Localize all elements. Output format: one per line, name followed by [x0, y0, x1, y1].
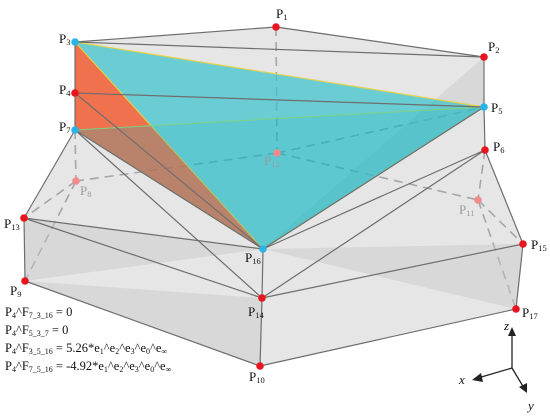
label-p13: P13: [4, 216, 20, 232]
point-p12: [273, 149, 281, 157]
point-p14: [258, 294, 266, 302]
equation-4: P4^F7_5_16 = -4.92*e1^e2^e3^e0^e∞: [5, 359, 172, 374]
y-axis-arrow-icon: [519, 383, 527, 393]
label-p3: P3: [59, 31, 70, 47]
edge-p7-p14: [74, 129, 263, 299]
point-p6: [481, 146, 489, 154]
point-p15: [519, 240, 527, 248]
edge-p15-p14: [261, 243, 524, 299]
x-axis-arrow-icon: [472, 373, 483, 382]
label-p10: P10: [249, 369, 265, 385]
label-p17: P17: [522, 305, 538, 321]
label-p15: P15: [531, 237, 547, 253]
point-p7: [71, 126, 79, 134]
visible-edges: [23, 26, 524, 367]
edge-p14-p10: [259, 297, 263, 367]
axis-triad: [472, 327, 527, 393]
edge-p6-p15: [484, 149, 524, 245]
edge-p13-p9: [23, 217, 26, 282]
equation-3: P4^F3_5_16 = 5.26*e1^e2^e3^e0^e∞: [5, 341, 167, 356]
label-p4: P4: [59, 82, 71, 98]
label-p14: P14: [248, 304, 264, 320]
edge-p5-p6: [483, 106, 486, 151]
y-axis-line: [511, 367, 525, 389]
hidden-edge-p8-p9: [24, 180, 77, 282]
edge-p6-p16: [262, 149, 486, 250]
label-p2: P2: [488, 39, 499, 55]
edge-p9-p10: [24, 280, 261, 367]
axis-label-y: y: [526, 398, 534, 413]
equation-1: P4^F7_3_16 = 0: [5, 305, 72, 320]
hidden-edge-p11-p15: [477, 199, 524, 245]
point-p1: [272, 23, 280, 31]
edge-p16-p14: [261, 248, 264, 299]
edge-p13-p16: [23, 217, 264, 250]
vertex-markers: [20, 23, 527, 370]
axis-labels: z x y: [458, 318, 534, 413]
edge-p3-p1: [74, 26, 277, 43]
label-p6: P6: [493, 139, 504, 155]
point-p17: [512, 305, 520, 313]
label-p8: P8: [80, 183, 91, 199]
edge-p7-p16: [74, 129, 264, 250]
hidden-edge-p6-p11: [477, 149, 486, 201]
point-p10: [256, 362, 264, 370]
edge-p1-p2: [275, 26, 485, 58]
point-p5: [480, 103, 488, 111]
label-p12: P12: [264, 153, 280, 169]
label-p9: P9: [10, 283, 21, 299]
point-p16: [259, 245, 267, 253]
x-axis-line: [477, 367, 513, 379]
edge-p13-p14: [23, 217, 263, 299]
point-p4: [71, 89, 79, 97]
hidden-edge-p11-p17: [477, 199, 517, 310]
edge-p4-p5: [74, 92, 485, 108]
edge-p15-p17: [515, 243, 524, 310]
edge-p6-p14: [261, 149, 486, 299]
hidden-edge-p8-p13: [23, 180, 77, 219]
point-p9: [21, 277, 29, 285]
left-band-face: [24, 130, 263, 281]
axis-label-x: x: [458, 372, 465, 387]
edge-p5-p16: [262, 106, 485, 250]
label-p1: P1: [276, 6, 287, 22]
bottom-front-face: [24, 218, 262, 366]
label-p5: P5: [491, 100, 502, 116]
equations: P4^F7_3_16 = 0 P4^F5_3_7 = 0 P4^F3_5_16 …: [5, 305, 172, 374]
right-band-face: [263, 150, 523, 309]
edge-p17-p10: [259, 308, 517, 367]
point-p11: [474, 196, 482, 204]
label-p11: P11: [459, 202, 474, 218]
point-p8: [72, 177, 80, 185]
label-p7: P7: [59, 119, 70, 135]
equation-2: P4^F5_3_7 = 0: [5, 323, 68, 338]
vertex-labels: P1 P2 P3 P4 P5 P6 P7 P8 P9 P10 P11 P12 P…: [4, 6, 547, 385]
axis-label-z: z: [503, 318, 509, 333]
point-p3: [71, 38, 79, 46]
point-p2: [480, 53, 488, 61]
hidden-edge-p7-p8: [74, 129, 77, 182]
edge-p7-p13: [23, 129, 76, 219]
bottom-face: [25, 244, 523, 366]
label-p16: P16: [245, 250, 261, 266]
edge-p3-p2: [74, 41, 485, 58]
edge-p4-p16: [74, 92, 264, 250]
z-axis-arrow-icon: [508, 327, 516, 336]
point-p13: [20, 214, 28, 222]
